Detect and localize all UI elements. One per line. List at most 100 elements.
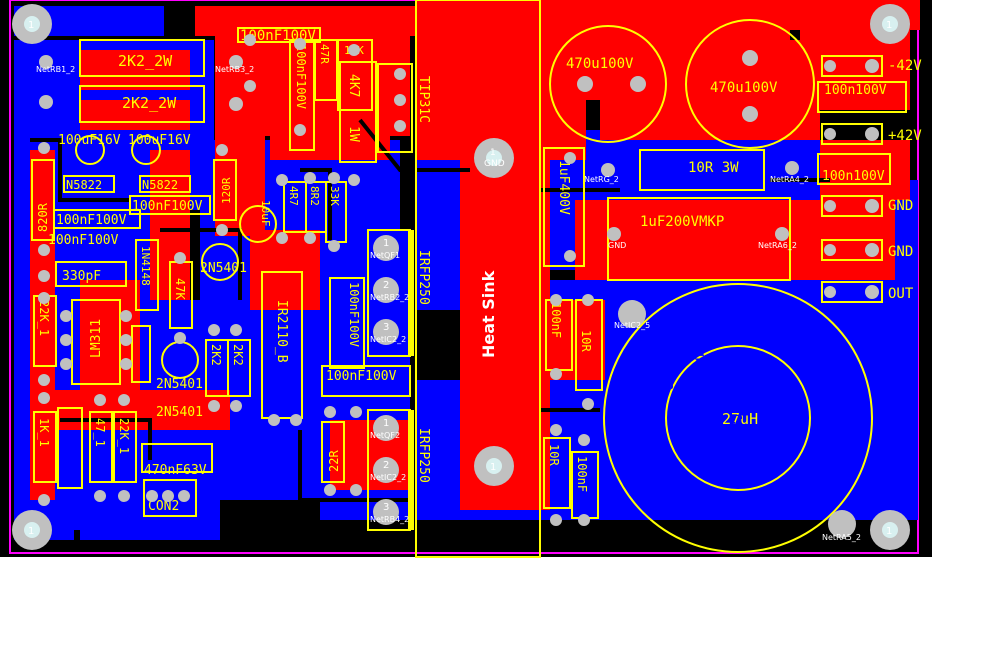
- pad: [630, 76, 646, 92]
- gnd-2-label: GND: [888, 244, 913, 260]
- svg-text:1: 1: [886, 526, 892, 537]
- pin-2-label: 2: [383, 280, 389, 291]
- resistor-22k-a-label: 22K_1: [37, 300, 51, 336]
- inductor-label: 27uH: [722, 410, 758, 428]
- resistor-22r-label: 22R: [327, 450, 341, 472]
- svg-text:1: 1: [886, 20, 892, 31]
- pad: [607, 227, 621, 241]
- resistor-2k2-d-label: 2K2: [231, 344, 245, 366]
- pad: [229, 97, 243, 111]
- resistor-33k-label: 33K: [328, 186, 341, 206]
- rail-pos42-label: +42V: [888, 128, 922, 144]
- net-ra5-label: NetRA5_2: [822, 533, 861, 542]
- transistor-2n5401-b-label: 2N5401: [156, 377, 203, 392]
- resistor-120r-label: 120R: [220, 177, 233, 204]
- net-rb3-label: NetRB3_2: [215, 65, 254, 74]
- diode-n5822-a: [63, 175, 115, 193]
- cap-470u-b: [685, 19, 815, 149]
- mounting-hole: 1: [12, 510, 52, 550]
- svg-text:GND: GND: [484, 159, 505, 169]
- resistor-10r-b: [543, 437, 571, 509]
- resistor-4k7-label: 4K7: [346, 74, 361, 97]
- pad: [39, 95, 53, 109]
- mirrored-silkscreen: UCD based Class D Marian Krisk Design by: [656, 312, 746, 466]
- out-label: OUT: [888, 286, 914, 302]
- resistor-47-1: [89, 411, 113, 483]
- pad: [618, 300, 646, 328]
- mosfet-irfp250-b-label: IRFP250: [416, 428, 431, 483]
- cap-100n100v-a-label: 100n100V: [824, 83, 887, 98]
- resistor-10r-a-label: 10R: [579, 330, 593, 352]
- pad: [775, 227, 789, 241]
- pad: [742, 50, 758, 66]
- cap-100nf100-c-label: 100nF100V: [48, 233, 119, 248]
- cap-100uf16-b-label: 100uF16V: [128, 133, 191, 148]
- transistor-tip31c-label: TIP31C: [416, 76, 431, 123]
- transistor-tip31c: [377, 63, 413, 153]
- pin-3b-label: 3: [383, 502, 389, 513]
- net-qf2-label: NetQF2: [370, 431, 400, 440]
- cap-100nf100v-d-label: 100nF100V: [347, 282, 361, 347]
- cap-10uf: [239, 205, 277, 243]
- net-ic2a-label: NetIC2_2: [370, 335, 406, 344]
- cap-1uf400v-label: 1uF400V: [556, 160, 571, 215]
- ic-ir2110: [261, 271, 303, 419]
- cap-1uf200-mkp-label: 1uF200VMKP: [640, 214, 724, 230]
- resistor-47-1-label: 47_1: [93, 418, 107, 447]
- resistor-820r-label: 820R: [36, 202, 50, 232]
- resistor-2k2-b: [79, 85, 205, 123]
- pin-1-label: 1: [383, 238, 389, 249]
- mounting-hole: 1: [12, 4, 52, 44]
- resistor-47r-label: 47R: [318, 44, 331, 64]
- mounting-hole: 1: [870, 4, 910, 44]
- net-qf1-label: NetQF1: [370, 251, 400, 260]
- resistor-10r-3w: [639, 149, 765, 191]
- gnd-1-label: GND: [888, 198, 913, 214]
- cap-100n100v-b: [817, 153, 891, 185]
- cap-100uf16-a-label: 100uF16V: [58, 133, 121, 148]
- svg-text:1: 1: [28, 20, 34, 31]
- transistor-2n5401-c-label: 2N5401: [156, 405, 203, 420]
- mosfet-irfp250-a-label: IRFP250: [416, 250, 431, 305]
- pad: [229, 55, 243, 69]
- resistor-10r-b-label: 10R: [547, 444, 561, 466]
- connector-con2: [143, 479, 197, 517]
- net-ra4-label: NetRA4_2: [770, 175, 809, 184]
- cap-1uf400v: [543, 147, 585, 267]
- pad: [39, 55, 53, 69]
- cap-330pf-label: 330pF: [62, 269, 101, 284]
- cap-100nf100v-d: [329, 277, 365, 369]
- svg-text:Marian Krisk: Marian Krisk: [690, 312, 708, 420]
- svg-text:UCD based Class D: UCD based Class D: [728, 312, 746, 466]
- net-ic2b-label: NetIC2_2: [370, 473, 406, 482]
- net-ra6-label: NetRA6_2: [758, 241, 797, 250]
- cap-100nf100-a-label: 100nF100V: [56, 213, 127, 228]
- cap-100nf100v-e: [321, 365, 411, 397]
- resistor-misc: [57, 407, 83, 489]
- cap-100nf100-b-label: 100nF100V: [132, 199, 203, 214]
- resistor-2k2-c-label: 2K2: [209, 344, 223, 366]
- mounting-hole: 1: [870, 510, 910, 550]
- connector-con2-label: CON2: [148, 499, 179, 514]
- pad: [564, 250, 576, 262]
- cap-470u-a-label: 470u100V: [566, 56, 634, 72]
- cap-10uf-label: 10uF: [259, 200, 272, 227]
- pad: [564, 152, 576, 164]
- pin-2b-label: 2: [383, 460, 389, 471]
- resistor-120r: [213, 159, 237, 221]
- cap-100uf16-b: [131, 135, 161, 165]
- cap-100nf100-b: [129, 195, 211, 215]
- pad: [601, 163, 615, 177]
- resistor-2k2-d: [227, 339, 251, 397]
- cap-100nf-vertical-label: 100nF100V: [294, 44, 308, 109]
- resistor-22k-b-label: 22K_1: [117, 418, 131, 454]
- diode-n5822-a-label: N5822: [66, 178, 102, 192]
- mounting-hole: 1: [474, 446, 514, 486]
- diode-n5822-b-label: N5822: [142, 178, 178, 192]
- net-ic2c-label: NetIC2_5: [614, 321, 650, 330]
- rail-neg42-label: -42V: [888, 58, 922, 74]
- pad: [828, 510, 856, 538]
